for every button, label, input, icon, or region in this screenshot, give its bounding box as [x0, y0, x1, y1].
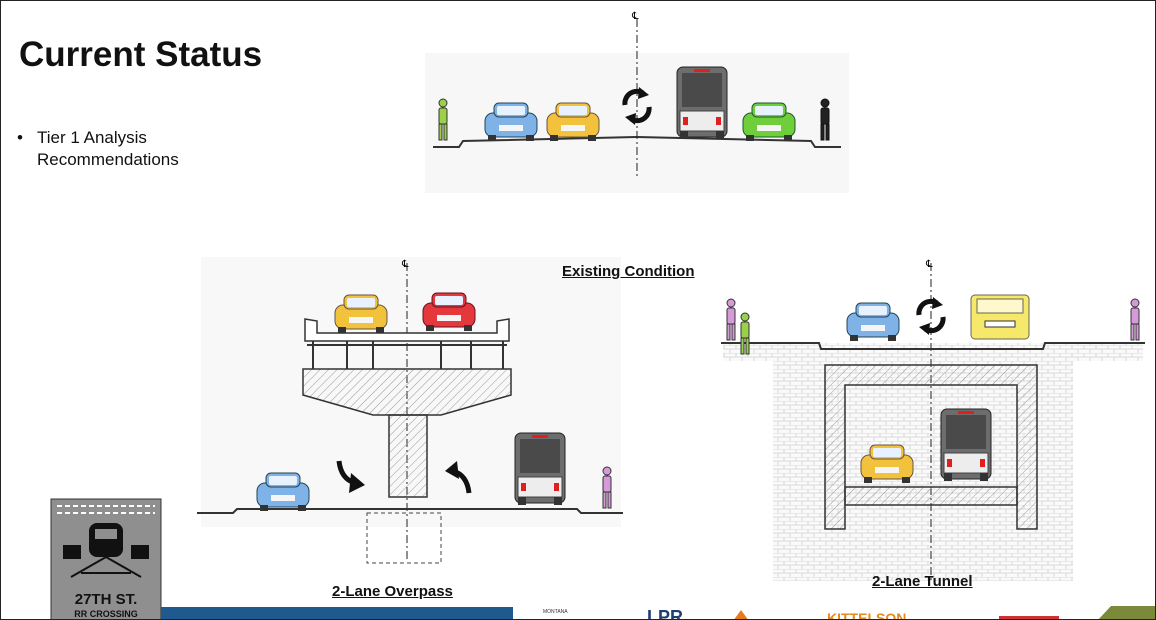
- tunnel-surface-fill: [723, 343, 1143, 361]
- overpass-section: ℄: [197, 257, 623, 564]
- tunnel-pedestrian-left-icon: [726, 298, 736, 341]
- existing-condition-label: Existing Condition: [562, 263, 695, 280]
- tunnel-label: 2-Lane Tunnel: [872, 573, 973, 590]
- tunnel-car-blue-icon: [846, 302, 900, 342]
- partner-logo-1: LPR: [647, 607, 683, 620]
- pier-footing: [366, 512, 442, 564]
- tunnel-upper-roadway: [721, 342, 1145, 350]
- bus-icon: [676, 66, 728, 140]
- tunnel-bus-icon: [940, 408, 992, 482]
- bullet-dot-icon: •: [17, 128, 23, 147]
- partner-logo-3: [999, 616, 1059, 619]
- existing-roadway: [433, 135, 841, 148]
- existing-centerline-symbol: ℄: [631, 11, 639, 22]
- partner-triangle-icon: [734, 610, 748, 619]
- partner-logo-2: KITTELSON: [827, 610, 906, 620]
- train-icon: [63, 523, 149, 578]
- overpass-label: 2-Lane Overpass: [332, 583, 453, 600]
- logo-line2: RR CROSSING: [74, 609, 138, 619]
- tunnel-suv-icon: [970, 294, 1030, 340]
- tunnel-base-slab: [844, 486, 1018, 506]
- rr-crossing-logo: 27TH ST. RR CROSSING: [50, 498, 162, 619]
- turn-right-arrow-icon: [336, 460, 365, 493]
- turn-left-arrow-icon: [445, 461, 472, 494]
- tunnel-centerline-symbol: ℄: [925, 259, 933, 270]
- footer-partner-logos: MONTANA LPR KITTELSON: [543, 606, 1155, 620]
- slide-title: Current Status: [19, 35, 263, 74]
- partner-small-text: MONTANA: [543, 609, 568, 615]
- tunnel-section: ℄: [721, 259, 1145, 581]
- pier-column: [388, 414, 428, 498]
- logo-line1: 27TH ST.: [75, 591, 138, 608]
- footer-bar: [161, 607, 513, 619]
- pier-cap: [302, 368, 512, 416]
- overpass-centerline-symbol: ℄: [401, 259, 409, 270]
- overpass-girders: [307, 341, 507, 369]
- overpass-lower-roadway: [197, 508, 623, 514]
- existing-condition-section: ℄: [425, 11, 849, 193]
- bullet-item: Tier 1 Analysis Recommendations: [37, 128, 179, 169]
- bullet-list: • Tier 1 Analysis Recommendations: [17, 127, 207, 171]
- footer-corner-shape: [1098, 606, 1155, 619]
- overpass-bus-icon: [514, 432, 566, 506]
- tunnel-box-walls: [824, 364, 1038, 530]
- tunnel-pedestrian-right-icon: [1130, 298, 1140, 341]
